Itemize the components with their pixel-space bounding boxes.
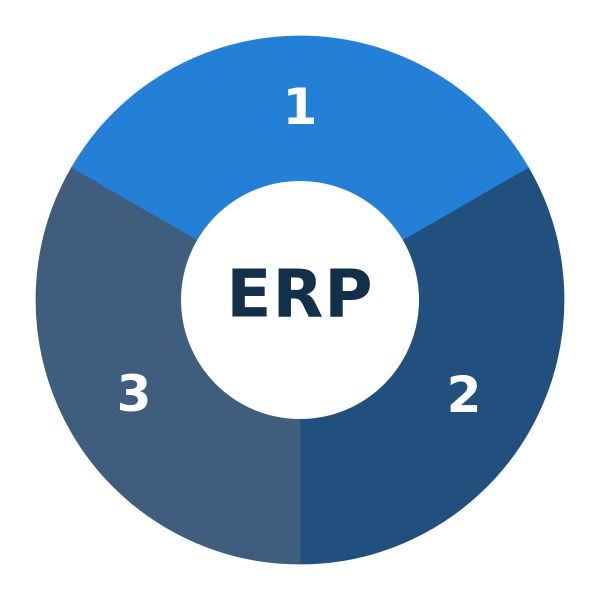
segment-3-label: 3: [117, 365, 152, 423]
segment-2-label: 2: [447, 366, 482, 424]
segment-1-wedge: [70, 35, 530, 301]
center-label: ERP: [226, 256, 373, 333]
center-circle: [181, 181, 419, 419]
segment-1-label: 1: [283, 78, 318, 136]
